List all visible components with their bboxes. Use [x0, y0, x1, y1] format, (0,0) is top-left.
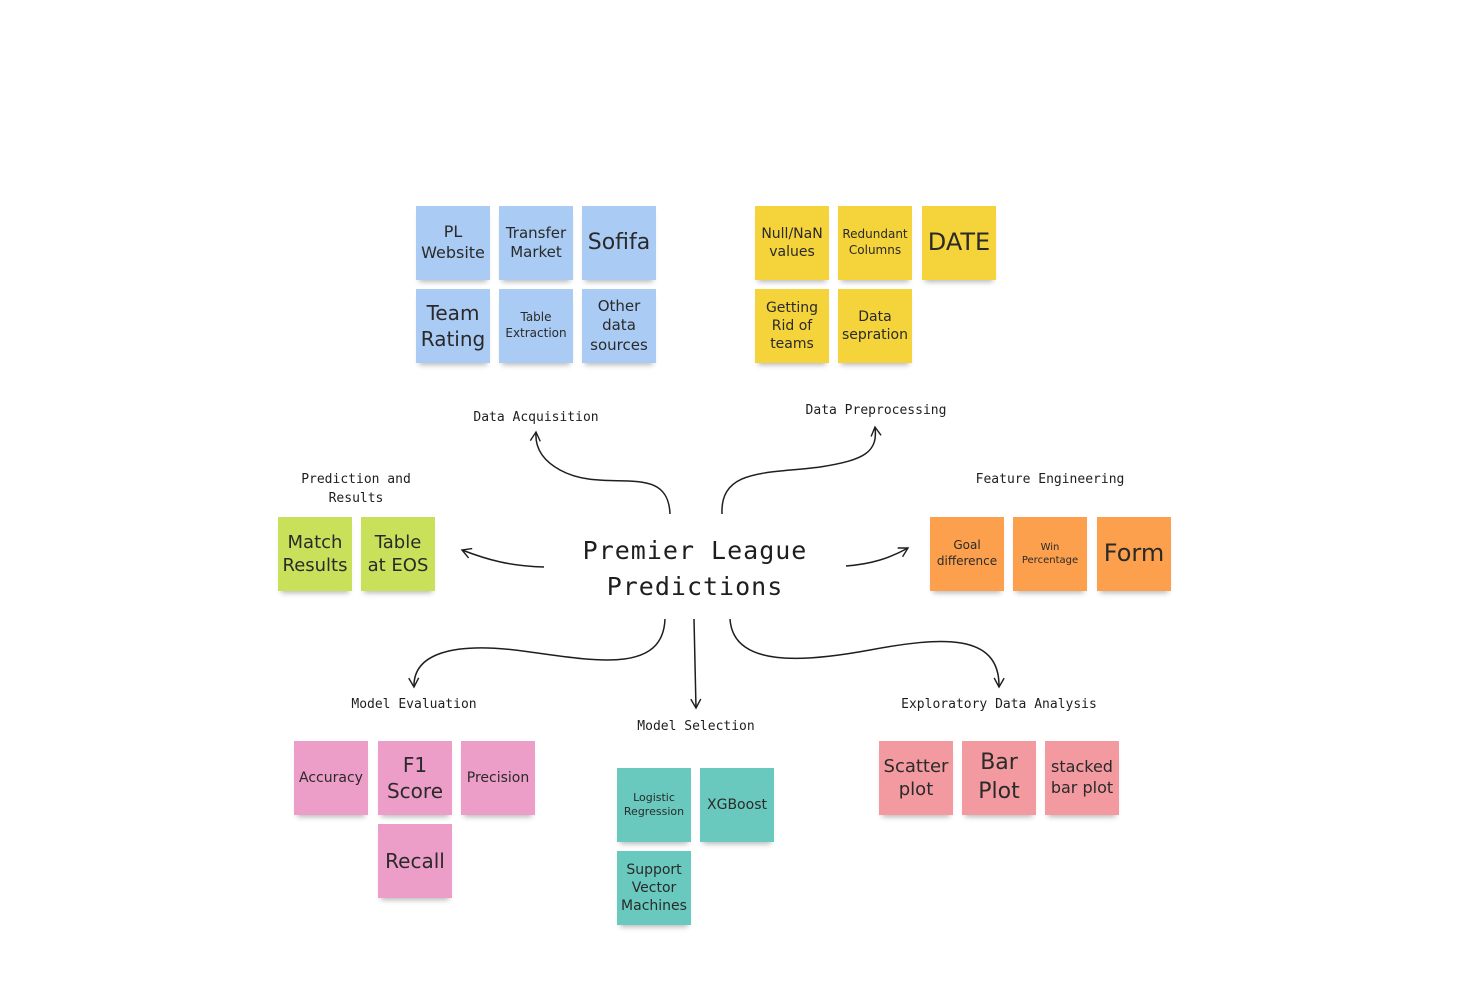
branch-label-eda[interactable]: Exploratory Data Analysis — [901, 697, 1097, 712]
sticky-note-form[interactable]: Form — [1097, 517, 1171, 591]
sticky-note-support-vector-machines[interactable]: Support Vector Machines — [617, 851, 691, 925]
arrow-to-eda — [729, 618, 1005, 689]
sticky-note-match-results[interactable]: Match Results — [278, 517, 352, 591]
sticky-note-win-percentage[interactable]: Win Percentage — [1013, 517, 1087, 591]
branch-label-data-acquisition[interactable]: Data Acquisition — [473, 410, 599, 425]
sticky-note-table-at-eos[interactable]: Table at EOS — [361, 517, 435, 591]
sticky-note-goal-difference[interactable]: Goal difference — [930, 517, 1004, 591]
branch-label-feature-engineering[interactable]: Feature Engineering — [975, 472, 1125, 487]
sticky-note-transfer-market[interactable]: Transfer Market — [499, 206, 573, 280]
arrow-to-feature-engineering — [845, 547, 910, 567]
sticky-note-scatter-plot[interactable]: Scatter plot — [879, 741, 953, 815]
central-topic[interactable]: Premier League Predictions — [582, 536, 808, 601]
arrow-to-data-acquisition — [529, 430, 671, 515]
branch-label-model-evaluation[interactable]: Model Evaluation — [351, 697, 477, 712]
sticky-note-xgboost[interactable]: XGBoost — [700, 768, 774, 842]
sticky-note-date[interactable]: DATE — [922, 206, 996, 280]
sticky-note-other-data-sources[interactable]: Other data sources — [582, 289, 656, 363]
sticky-note-null-nan-values[interactable]: Null/NaN values — [755, 206, 829, 280]
arrow-to-data-preprocessing — [721, 425, 882, 515]
branch-label-model-selection[interactable]: Model Selection — [637, 719, 755, 734]
branch-label-prediction-results[interactable]: Prediction and Results — [301, 472, 411, 506]
sticky-note-stacked-bar-plot[interactable]: stacked bar plot — [1045, 741, 1119, 815]
sticky-note-redundant-columns[interactable]: Redundant Columns — [838, 206, 912, 280]
sticky-note-pl-website[interactable]: PL Website — [416, 206, 490, 280]
arrow-to-model-evaluation — [408, 618, 666, 689]
sticky-note-getting-rid-of-teams[interactable]: Getting Rid of teams — [755, 289, 829, 363]
sticky-note-precision[interactable]: Precision — [461, 741, 535, 815]
sticky-note-data-sepration[interactable]: Data sepration — [838, 289, 912, 363]
sticky-note-team-rating[interactable]: Team Rating — [416, 289, 490, 363]
sticky-note-sofifa[interactable]: Sofifa — [582, 206, 656, 280]
arrow-to-prediction-results — [460, 547, 545, 568]
arrow-to-model-selection — [690, 618, 702, 710]
sticky-note-f1-score[interactable]: F1 Score — [378, 741, 452, 815]
sticky-note-bar-plot[interactable]: Bar Plot — [962, 741, 1036, 815]
sticky-note-table-extraction[interactable]: Table Extraction — [499, 289, 573, 363]
branch-label-data-preprocessing[interactable]: Data Preprocessing — [805, 403, 947, 418]
sticky-note-recall[interactable]: Recall — [378, 824, 452, 898]
sticky-note-logistic-regression[interactable]: Logistic Regression — [617, 768, 691, 842]
sticky-note-accuracy[interactable]: Accuracy — [294, 741, 368, 815]
